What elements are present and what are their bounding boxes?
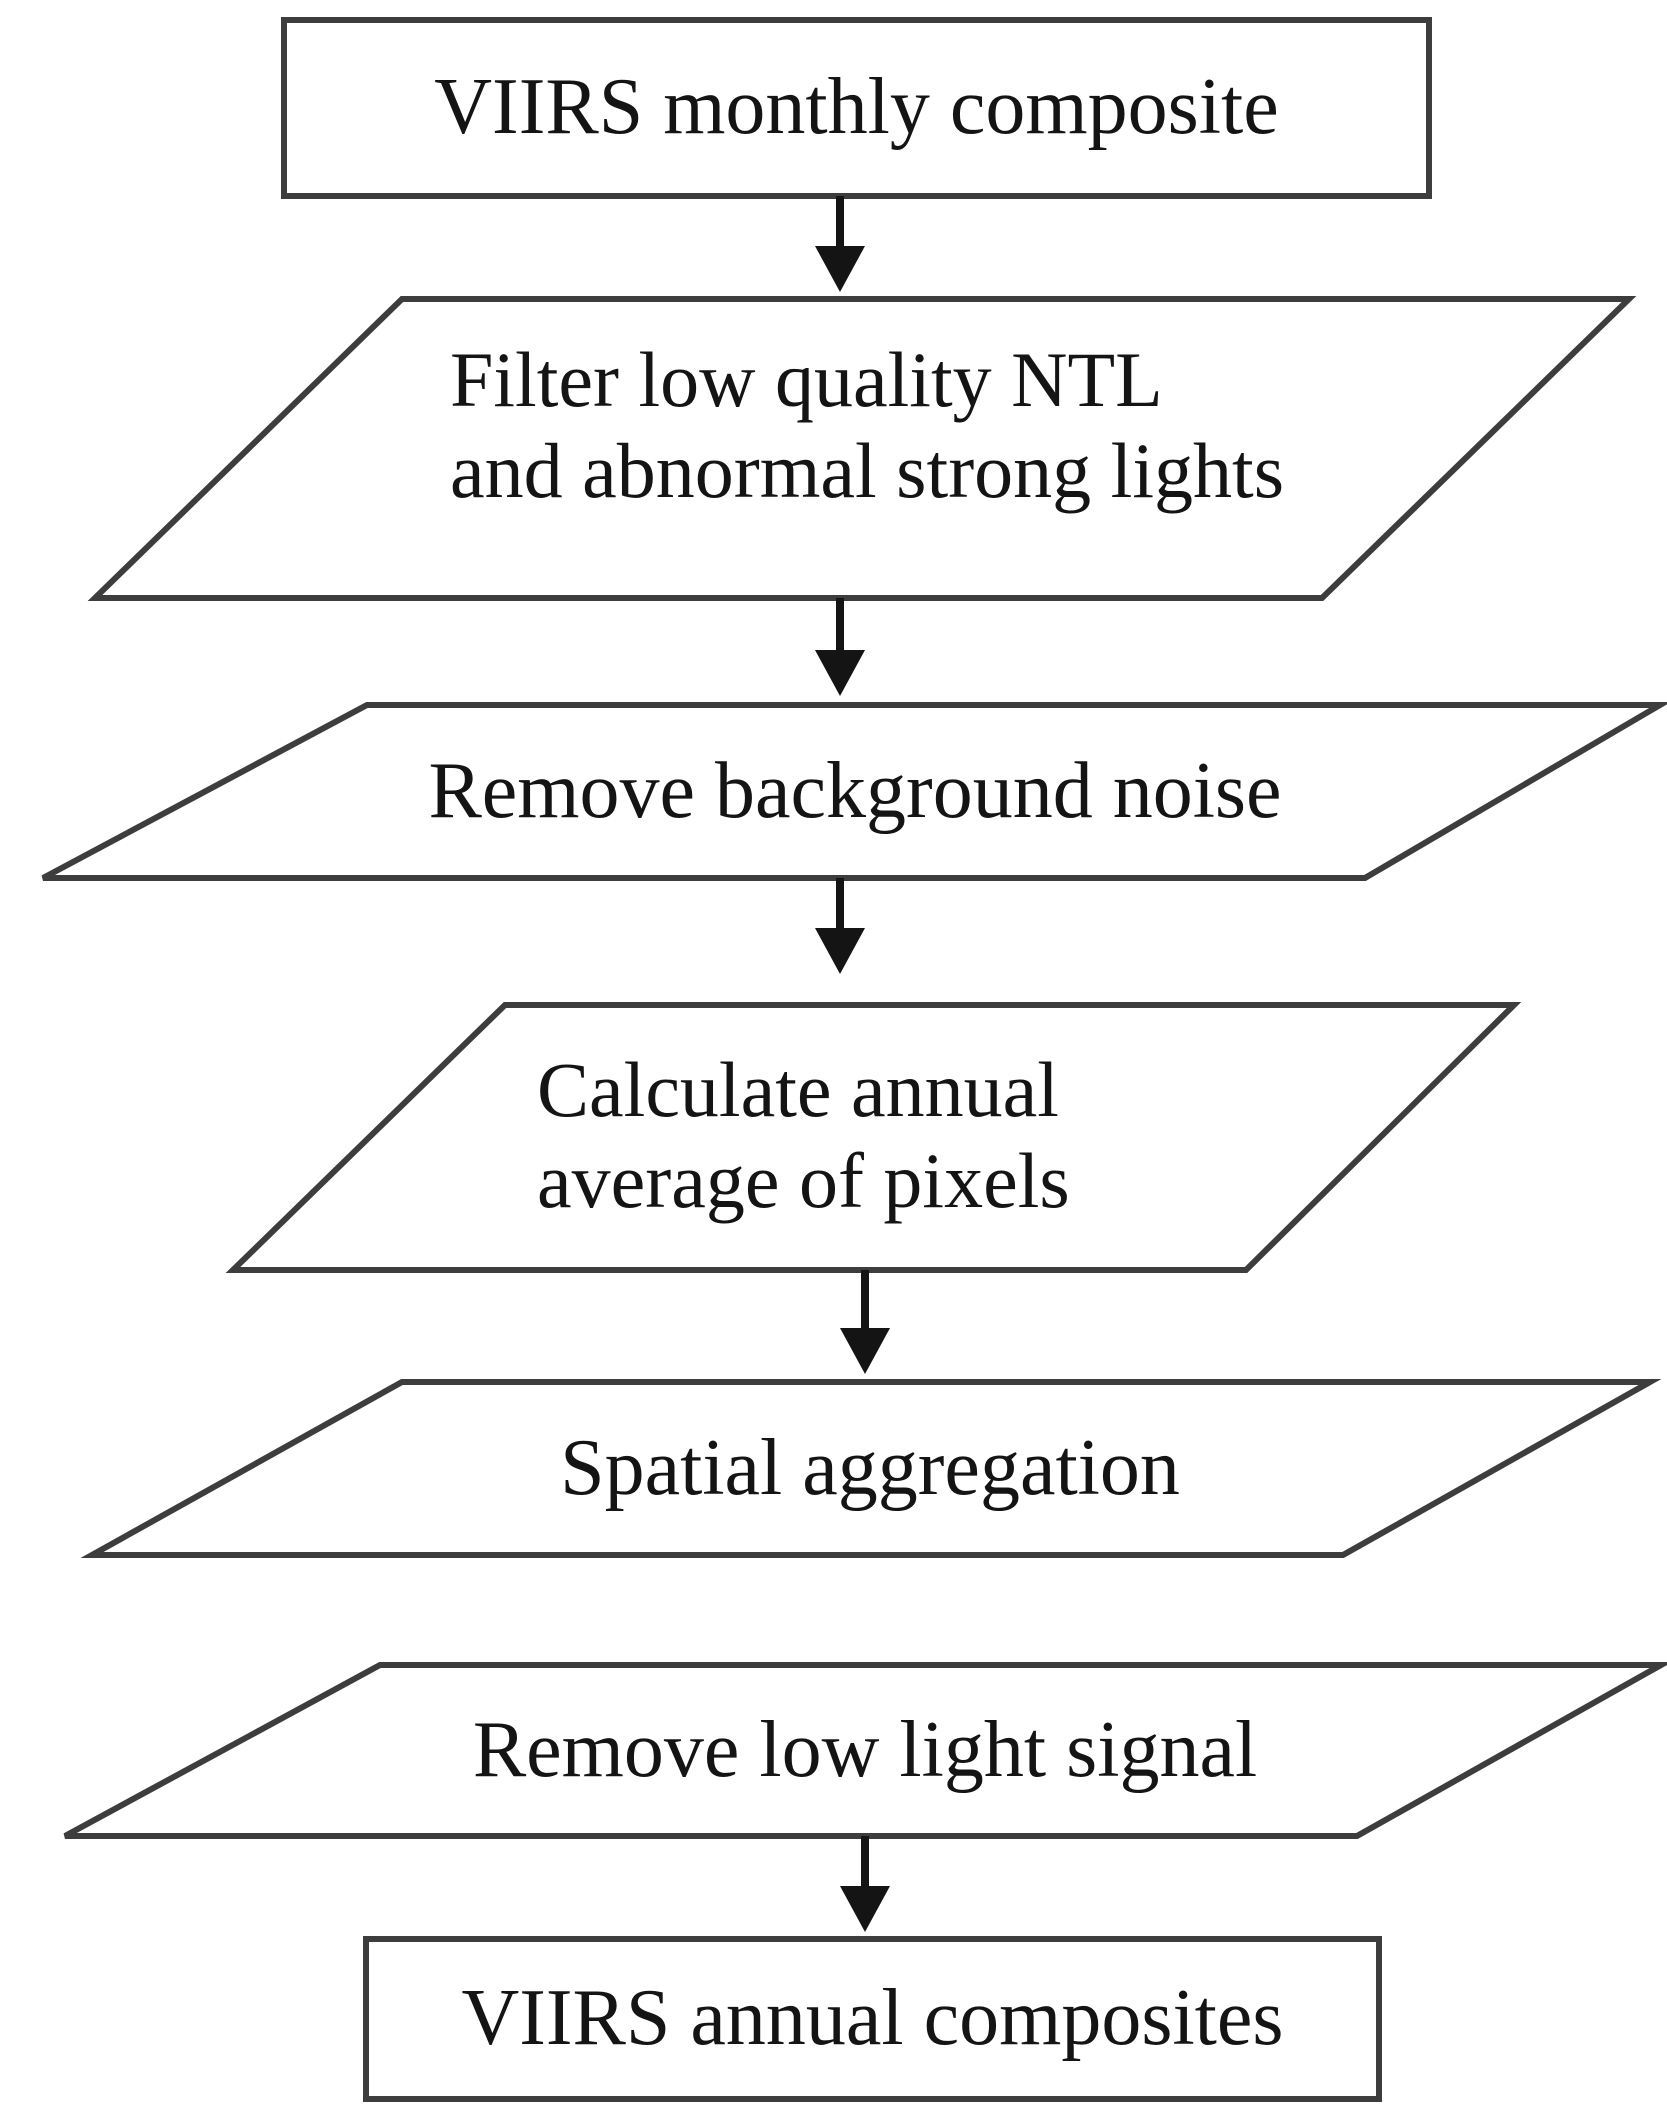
node-aggregation-shape bbox=[80, 1379, 1662, 1558]
down-arrow-filter-background bbox=[815, 598, 865, 696]
node-start-shape bbox=[281, 17, 1432, 199]
node-filter-label: Filter low quality NTL and abnormal stro… bbox=[450, 335, 1285, 514]
down-arrow-start-filter bbox=[815, 196, 865, 292]
node-aggregation-label: Spatial aggregation bbox=[560, 1423, 1180, 1512]
node-filter-shape bbox=[87, 296, 1637, 601]
node-average-shape bbox=[225, 1002, 1522, 1273]
node-lowlight-label: Remove low light signal bbox=[472, 1705, 1258, 1794]
node-end-shape bbox=[363, 1936, 1382, 2102]
node-background-label: Remove background noise bbox=[428, 746, 1282, 835]
down-arrow-average-aggregation bbox=[840, 1270, 890, 1374]
node-lowlight-shape bbox=[63, 1662, 1667, 1839]
node-start-label: VIIRS monthly composite bbox=[434, 63, 1279, 152]
down-arrow-lowlight-end bbox=[840, 1836, 890, 1932]
node-average-label: Calculate annual average of pixels bbox=[537, 1045, 1070, 1224]
down-arrow-background-average bbox=[815, 878, 865, 974]
node-end-label: VIIRS annual composites bbox=[461, 1974, 1284, 2063]
node-background-shape bbox=[41, 702, 1667, 881]
